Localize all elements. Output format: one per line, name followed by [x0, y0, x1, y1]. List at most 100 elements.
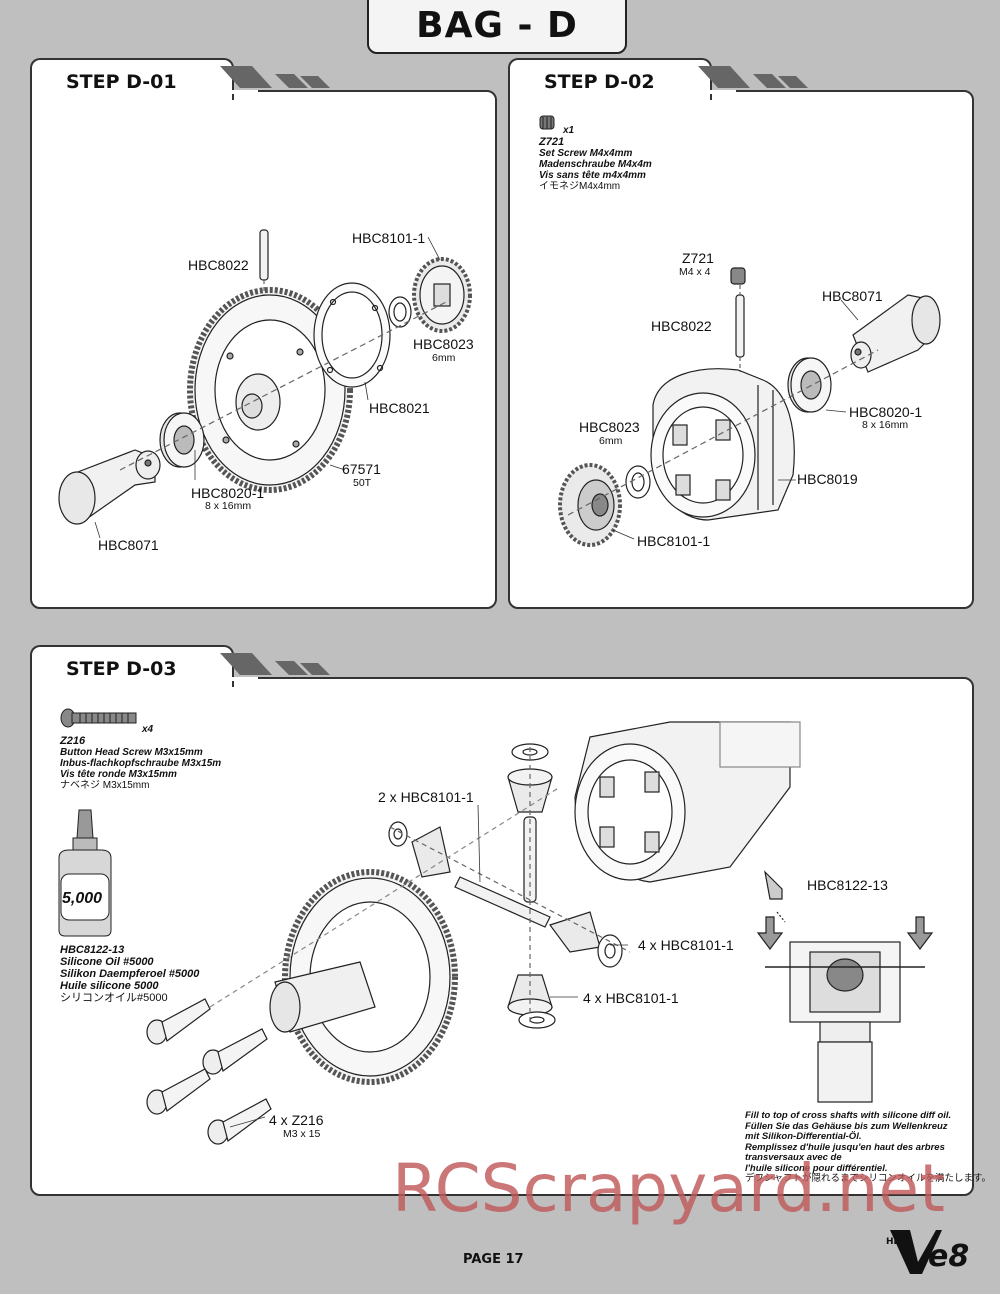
d02-diff-case-hbc8019 [650, 368, 795, 521]
step-d03-panel [30, 677, 974, 1196]
d01-pin-hbc8022 [259, 229, 269, 281]
ve8-logo-icon: e8 HB [886, 1230, 969, 1274]
tab-joint [32, 677, 258, 681]
svg-text:HB: HB [886, 1237, 901, 1247]
d01-label-hbc8023-size: 6mm [432, 352, 456, 364]
d01-bevel-gear-hbc8101-1 [412, 257, 472, 333]
d02-hardware-de: Madenschraube M4x4m [539, 159, 652, 170]
d01-label-hbc8020-1: HBC8020-1 [191, 485, 265, 501]
d03-screws [146, 998, 272, 1145]
d03-hardware-jp: ナベネジ M3x15mm [60, 780, 150, 791]
d03-note-de2: mit Silikon-Differential-Öl. [745, 1131, 862, 1142]
d03-hardware-fr: Vis tête ronde M3x15mm [60, 769, 177, 780]
d02-hardware-fr: Vis sans tête m4x4mm [539, 170, 646, 181]
d03-oil-code: HBC8122-13 [60, 944, 125, 956]
d03-label-screws-size: M3 x 15 [283, 1128, 321, 1140]
step-d03-diagram [146, 721, 934, 1145]
d01-label-hbc8021: HBC8021 [369, 400, 430, 416]
d01-washer-hbc8023 [388, 296, 412, 328]
d03-note-jp: デフシャフトが隠れるまでシリコンオイルを満たします。 [745, 1173, 992, 1184]
d01-spur-gear [187, 287, 353, 493]
step-d03-label: STEP D-03 [66, 658, 177, 680]
d01-outdrive-hbc8071 [58, 449, 161, 525]
step-d02-diagram [558, 267, 941, 547]
d01-label-hbc8071: HBC8071 [98, 537, 159, 553]
d03-fill-note: Fill to top of cross shafts with silicon… [745, 1110, 992, 1185]
bag-title-tab: BAG - D [367, 0, 627, 54]
d02-label-hbc8023-size: 6mm [599, 435, 623, 447]
d03-oil-de: Silikon Daempferoel #5000 [60, 968, 200, 980]
d02-label-hbc8020-1-size: 8 x 16mm [862, 419, 909, 431]
d03-note-fr3: l'huile silicone pour différentiel. [745, 1162, 888, 1174]
d02-pin-hbc8022 [735, 294, 745, 358]
d02-hardware-icon [539, 115, 555, 130]
d02-label-hbc8023: HBC8023 [579, 419, 640, 435]
d03-cross-pin-horizontal [454, 876, 551, 928]
d03-pinion-left [411, 826, 451, 878]
d03-label-gears-top: 2 x HBC8101-1 [378, 789, 474, 805]
d03-hardware-de: Inbus-flachkopfschraube M3x15m [60, 758, 222, 769]
page-number: PAGE 17 [463, 1252, 524, 1267]
tab-joint [510, 90, 736, 94]
step-d01-label: STEP D-01 [66, 71, 177, 93]
d03-label-gears-right: 4 x HBC8101-1 [638, 937, 734, 953]
d03-oil-bottle [58, 809, 112, 937]
d03-note-fr2: transversaux avec de [745, 1152, 842, 1163]
d01-label-67571-teeth: 50T [353, 477, 372, 489]
d02-set-screw [730, 267, 746, 285]
d03-oil-en: Silicone Oil #5000 [60, 956, 154, 968]
d03-washer-bottom [518, 1011, 556, 1029]
d01-label-hbc8101-1: HBC8101-1 [352, 230, 426, 246]
d02-label-hbc8101-1: HBC8101-1 [637, 533, 711, 549]
tab-joint [32, 90, 258, 94]
d03-label-gears-bottom: 4 x HBC8101-1 [583, 990, 679, 1006]
d03-note-en1: Fill to top of cross shafts with silicon… [745, 1110, 952, 1121]
d03-note-de1: Füllen Sie das Gehäuse bis zum Wellenkre… [745, 1120, 948, 1132]
d03-oil-fr: Huile silicone 5000 [60, 980, 159, 992]
step-d02-label: STEP D-02 [544, 71, 655, 93]
d03-label-screws: 4 x Z216 [269, 1112, 324, 1128]
d02-bearing-hbc8020-1 [787, 357, 832, 413]
d02-label-hbc8071: HBC8071 [822, 288, 883, 304]
d03-spur-gear [269, 869, 458, 1085]
d03-washer-left [388, 821, 408, 847]
step-d03-stripes [220, 653, 330, 675]
d03-hardware-code: Z216 [60, 735, 86, 747]
d02-bevel-gear-hbc8101-1 [558, 463, 622, 547]
d02-hardware-code: Z721 [539, 136, 565, 148]
d02-hardware-qty: x1 [563, 125, 575, 136]
bag-title: BAG - D [416, 5, 578, 46]
step-d01-diagram [58, 229, 472, 539]
d01-label-hbc8020-1-size: 8 x 16mm [205, 500, 252, 512]
d02-hardware-jp: イモネジM4x4mm [539, 181, 621, 192]
watermark: RCScrapyard.net [392, 1150, 945, 1227]
d02-hardware-info: x1 Z721 Set Screw M4x4mm Madenschraube M… [539, 125, 652, 192]
d03-diff-case [574, 721, 801, 883]
d03-hardware-info: x4 Z216 Button Head Screw M3x15mm Inbus-… [60, 724, 221, 791]
d03-hardware-en: Button Head Screw M3x15mm [60, 747, 203, 758]
d01-bearing-hbc8020-1 [159, 412, 205, 468]
d02-label-z721: Z721 [682, 250, 714, 266]
d01-label-67571: 67571 [342, 461, 381, 477]
d02-outdrive-hbc8071 [850, 294, 941, 373]
d02-label-z721-size: M4 x 4 [679, 266, 711, 278]
d03-washer-right [597, 934, 623, 968]
svg-text:e8: e8 [928, 1239, 969, 1274]
d03-oil-info: HBC8122-13 Silicone Oil #5000 Silikon Da… [60, 944, 199, 1004]
d02-label-hbc8020-1: HBC8020-1 [849, 404, 923, 420]
d03-oil-bottle-label: 5,000 [62, 890, 103, 907]
step-d02-stripes [698, 66, 808, 88]
d03-oil-jp: シリコンオイル#5000 [60, 992, 168, 1004]
d01-label-hbc8023: HBC8023 [413, 336, 474, 352]
d02-washer-hbc8023 [625, 465, 651, 499]
d01-label-hbc8022: HBC8022 [188, 257, 249, 273]
d03-label-oil-code: HBC8122-13 [807, 877, 888, 893]
d03-hardware-qty: x4 [142, 724, 154, 735]
d03-oil-fill-inset [756, 870, 934, 1103]
d03-note-fr1: Remplissez d'huile jusqu'en haut des arb… [745, 1141, 945, 1153]
d02-label-hbc8022: HBC8022 [651, 318, 712, 334]
d02-hardware-en: Set Screw M4x4mm [539, 148, 633, 159]
d01-gasket-hbc8021 [313, 282, 391, 388]
d03-screw-icon [60, 708, 137, 728]
d02-label-hbc8019: HBC8019 [797, 471, 858, 487]
